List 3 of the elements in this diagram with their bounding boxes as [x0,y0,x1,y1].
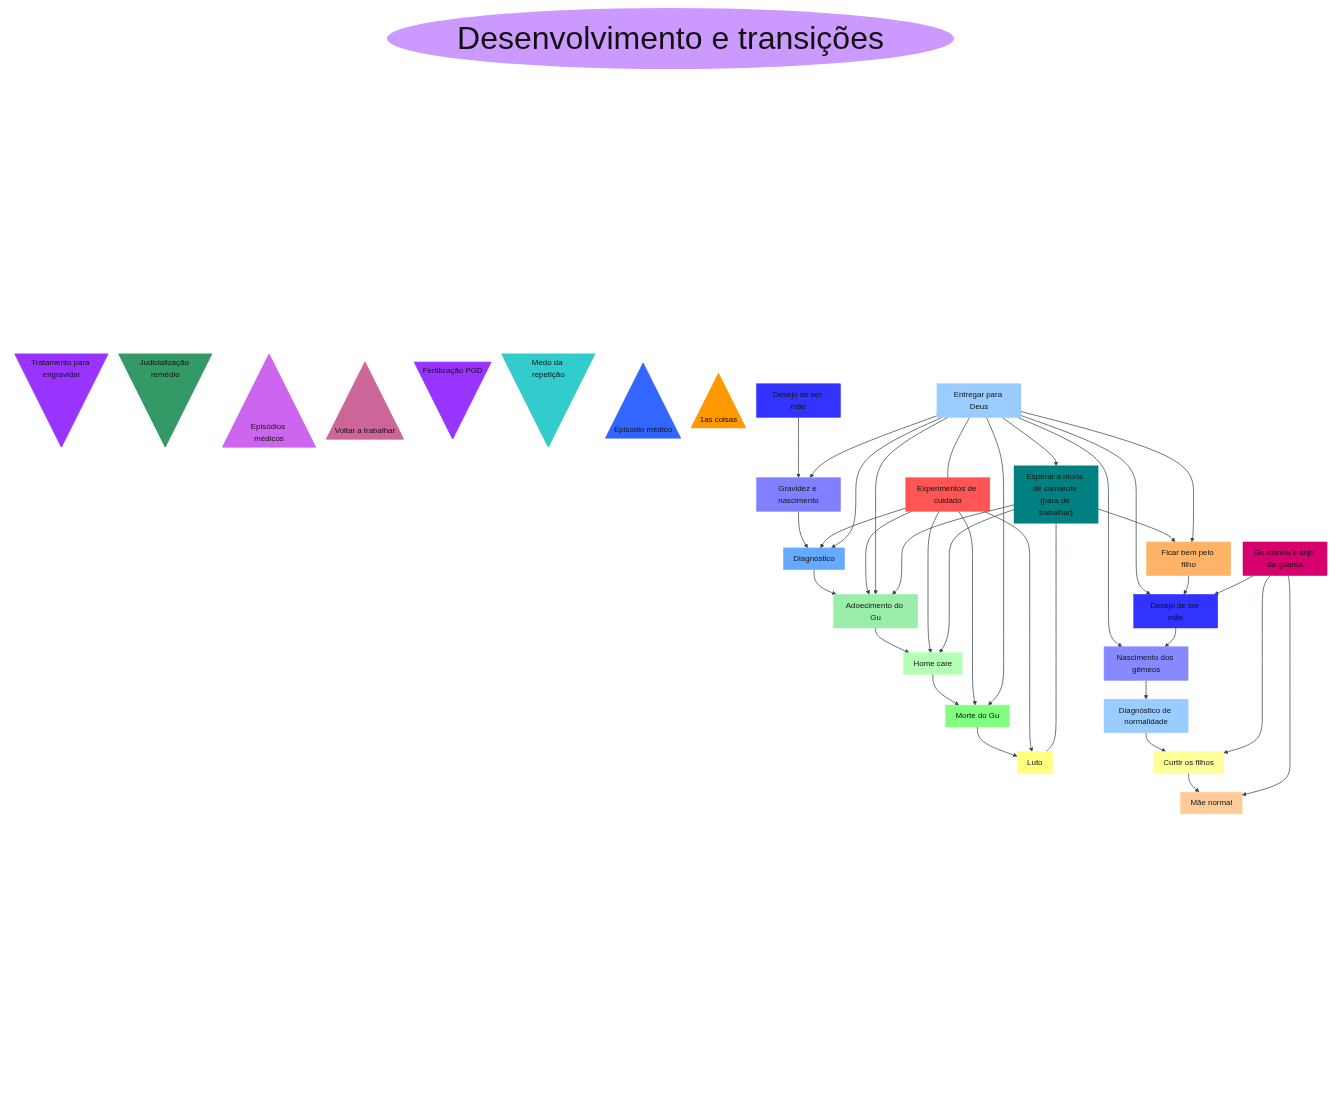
connector [1045,522,1056,752]
connector [946,417,970,479]
title-ellipse: Desenvolvimento e transições [387,8,954,69]
